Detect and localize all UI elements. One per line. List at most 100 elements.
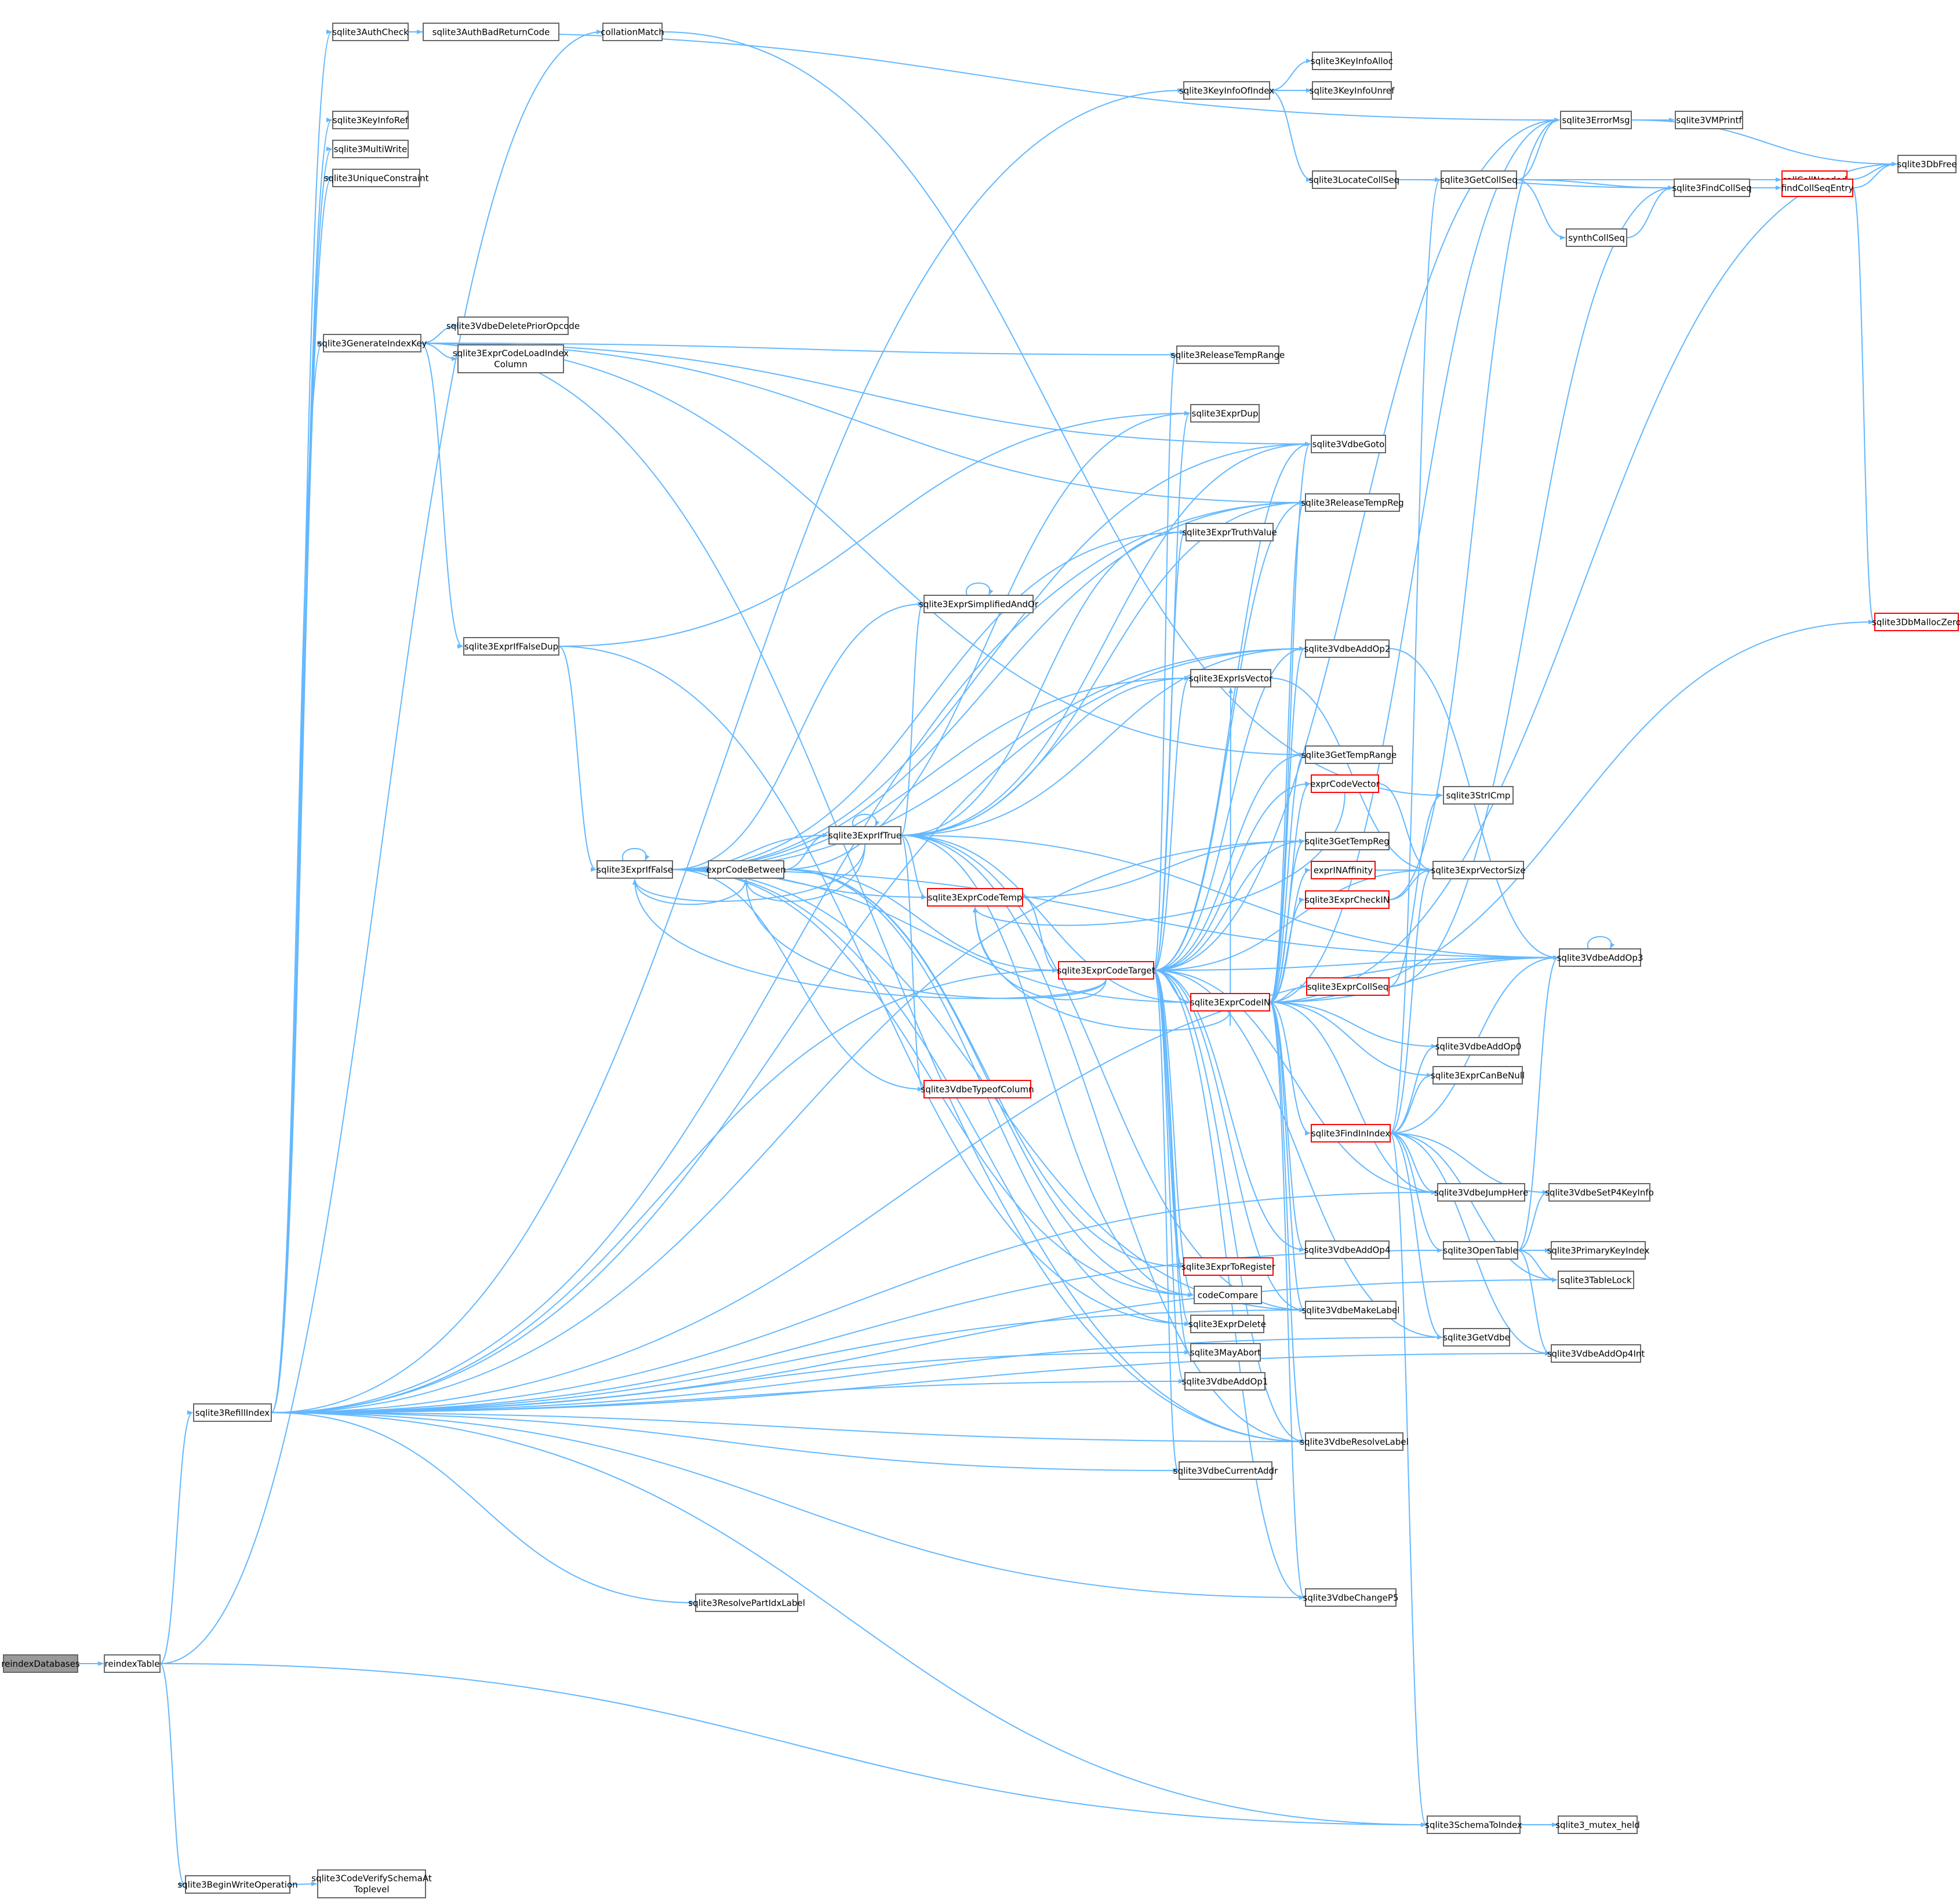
node-reindextable[interactable]: reindexTable bbox=[104, 1654, 161, 1673]
node-box bbox=[708, 860, 784, 879]
node-sqlite3keyinfounref[interactable]: sqlite3KeyInfoUnref bbox=[1310, 81, 1395, 100]
node-label: sqlite3ReleaseTempReg bbox=[1301, 498, 1403, 508]
node-label: sqlite3ExprCanBeNull bbox=[1431, 1071, 1525, 1081]
node-sqlite3exprtoregister[interactable]: sqlite3ExprToRegister bbox=[1181, 1257, 1276, 1276]
node-sqlite3keyinforef[interactable]: sqlite3KeyInfoRef bbox=[332, 111, 409, 129]
node-sqlite3releasetempreg[interactable]: sqlite3ReleaseTempReg bbox=[1301, 493, 1404, 512]
node-sqlite3exprcheckin[interactable]: sqlite3ExprCheckIN bbox=[1305, 890, 1390, 909]
node-sqlite3vdbeaddop2[interactable]: sqlite3VdbeAddOp2 bbox=[1304, 639, 1391, 658]
node-sqlite3primarykeyindex[interactable]: sqlite3PrimaryKeyIndex bbox=[1547, 1241, 1650, 1260]
node-sqlite3vdberesolvelabel[interactable]: sqlite3VdbeResolveLabel bbox=[1300, 1432, 1409, 1451]
node-sqlite3vdbeaddop0[interactable]: sqlite3VdbeAddOp0 bbox=[1435, 1037, 1522, 1056]
node-sqlite3expriffalse[interactable]: sqlite3ExprIfFalse bbox=[597, 860, 673, 879]
edge-sqlite3findinindex-to-sqlite3opentable bbox=[1390, 1133, 1443, 1253]
node-sqlite3keyinfoalloc[interactable]: sqlite3KeyInfoAlloc bbox=[1311, 52, 1393, 70]
node-exprcodebetween[interactable]: exprCodeBetween bbox=[706, 860, 786, 879]
node-box bbox=[1194, 1286, 1262, 1304]
node-label: sqlite3VdbeAddOp4 bbox=[1304, 1245, 1391, 1256]
node-sqlite3exprcanbenull[interactable]: sqlite3ExprCanBeNull bbox=[1431, 1066, 1525, 1085]
node-sqlite3getcollseq[interactable]: sqlite3GetCollSeq bbox=[1440, 170, 1518, 189]
node-sqlite3exprdelete[interactable]: sqlite3ExprDelete bbox=[1188, 1315, 1266, 1333]
node-sqlite3exprvectorsize[interactable]: sqlite3ExprVectorSize bbox=[1431, 861, 1526, 879]
node-collationmatch[interactable]: collationMatch bbox=[601, 23, 664, 41]
node-sqlite3resolvepartidxlabel[interactable]: sqlite3ResolvePartIdxLabel bbox=[688, 1593, 805, 1612]
edge-sqlite3exprcodein-to-sqlite3releasetempreg bbox=[1269, 500, 1305, 1003]
edge-sqlite3exprcodein-to-sqlite3vdbejumphere bbox=[1269, 1002, 1437, 1195]
node-sqlite3vdbemakelabel[interactable]: sqlite3VdbeMakeLabel bbox=[1302, 1301, 1400, 1319]
node-label: sqlite3VdbeChangeP5 bbox=[1303, 1593, 1399, 1603]
node-exprcodevector[interactable]: exprCodeVector bbox=[1310, 774, 1380, 793]
node-sqlite3findcollseq[interactable]: sqlite3FindCollSeq bbox=[1672, 179, 1752, 197]
node-label: sqlite3PrimaryKeyIndex bbox=[1547, 1246, 1650, 1256]
node-sqlite3generateindexkey[interactable]: sqlite3GenerateIndexKey bbox=[318, 334, 427, 352]
node-sqlite3expriffalsedup[interactable]: sqlite3ExprIfFalseDup bbox=[463, 637, 559, 656]
node-sqlite3exprdup[interactable]: sqlite3ExprDup bbox=[1190, 404, 1260, 423]
node-synthcollseq[interactable]: synthCollSeq bbox=[1566, 228, 1627, 247]
node-sqlite3vdbeaddop1[interactable]: sqlite3VdbeAddOp1 bbox=[1182, 1372, 1268, 1391]
edge-sqlite3refillindex-to-sqlite3keyinfoofindex bbox=[271, 88, 1183, 1413]
node-sqlite3gettemprange[interactable]: sqlite3GetTempRange bbox=[1301, 745, 1397, 764]
node-sqlite3beginwriteoperation[interactable]: sqlite3BeginWriteOperation bbox=[177, 1875, 298, 1894]
edge-sqlite3expriftrue-to-sqlite3expriftrue bbox=[852, 814, 880, 827]
node-codecompare[interactable]: codeCompare bbox=[1194, 1286, 1262, 1304]
node-sqlite3exprcodetemp[interactable]: sqlite3ExprCodeTemp bbox=[927, 888, 1023, 907]
node-sqlite3vdbeaddop4[interactable]: sqlite3VdbeAddOp4 bbox=[1304, 1240, 1391, 1259]
node-sqlite3authbadreturncode[interactable]: sqlite3AuthBadReturnCode bbox=[423, 23, 559, 41]
node-findcollseqentry[interactable]: findCollSeqEntry bbox=[1781, 179, 1854, 197]
node-box bbox=[1432, 1066, 1523, 1085]
node-box bbox=[1311, 861, 1376, 879]
node-sqlite3findinindex[interactable]: sqlite3FindInIndex bbox=[1311, 1124, 1391, 1142]
node-sqlite3dbmalloczero[interactable]: sqlite3DbMallocZero bbox=[1872, 613, 1960, 631]
node-sqlite3opentable[interactable]: sqlite3OpenTable bbox=[1443, 1241, 1518, 1260]
node-sqlite3schematoindex[interactable]: sqlite3SchemaToIndex bbox=[1425, 1815, 1522, 1834]
node-label: sqlite3VdbeTypeofColumn bbox=[921, 1085, 1034, 1095]
node-sqlite3vdbeaddop3[interactable]: sqlite3VdbeAddOp3 bbox=[1557, 948, 1643, 967]
node-sqlite3exprsimplifiedandor[interactable]: sqlite3ExprSimplifiedAndOr bbox=[919, 595, 1039, 613]
node-sqlite3vdbecurrentaddr[interactable]: sqlite3VdbeCurrentAddr bbox=[1173, 1461, 1278, 1480]
node-sqlite3-mutex-held[interactable]: sqlite3_mutex_held bbox=[1555, 1815, 1640, 1834]
node-sqlite3tablelock[interactable]: sqlite3TableLock bbox=[1558, 1271, 1634, 1289]
node-sqlite3multiwrite[interactable]: sqlite3MultiWrite bbox=[332, 140, 409, 158]
node-label: sqlite3VdbeAddOp0 bbox=[1435, 1042, 1522, 1052]
node-label: sqlite3ExprToRegister bbox=[1181, 1262, 1276, 1272]
node-exprinaffinity[interactable]: exprINAffinity bbox=[1311, 861, 1376, 879]
node-sqlite3expriftrue[interactable]: sqlite3ExprIfTrue bbox=[828, 826, 901, 845]
node-sqlite3releasetemprange[interactable]: sqlite3ReleaseTempRange bbox=[1171, 345, 1285, 364]
node-sqlite3vdbesetp4keyinfo[interactable]: sqlite3VdbeSetP4KeyInfo bbox=[1545, 1183, 1654, 1202]
node-box bbox=[1183, 81, 1270, 100]
node-label: sqlite3RefillIndex bbox=[195, 1408, 270, 1418]
node-sqlite3exprcollseq[interactable]: sqlite3ExprCollSeq bbox=[1306, 977, 1390, 996]
node-sqlite3exprtruthvalue[interactable]: sqlite3ExprTruthValue bbox=[1182, 523, 1277, 541]
node-sqlite3dbfree[interactable]: sqlite3DbFree bbox=[1897, 155, 1957, 173]
node-sqlite3errormsg[interactable]: sqlite3ErrorMsg bbox=[1560, 111, 1632, 129]
node-box bbox=[1311, 1124, 1391, 1142]
node-sqlite3vdbeaddop4int[interactable]: sqlite3VdbeAddOp4Int bbox=[1547, 1344, 1645, 1363]
node-sqlite3uniqueconstraint[interactable]: sqlite3UniqueConstraint bbox=[323, 169, 429, 187]
node-box bbox=[1311, 435, 1386, 453]
node-box bbox=[602, 23, 663, 41]
node-sqlite3exprcodetarget[interactable]: sqlite3ExprCodeTarget bbox=[1057, 961, 1155, 980]
node-reindexdatabases[interactable]: reindexDatabases bbox=[1, 1654, 80, 1673]
node-sqlite3keyinfoofindex[interactable]: sqlite3KeyInfoOfIndex bbox=[1179, 81, 1274, 100]
node-sqlite3gettempreg[interactable]: sqlite3GetTempReg bbox=[1305, 832, 1390, 850]
node-sqlite3authcheck[interactable]: sqlite3AuthCheck bbox=[332, 23, 409, 41]
node-sqlite3vdbegoto[interactable]: sqlite3VdbeGoto bbox=[1311, 435, 1386, 453]
node-sqlite3mayabort[interactable]: sqlite3MayAbort bbox=[1190, 1343, 1261, 1362]
node-sqlite3vmprintf[interactable]: sqlite3VMPrintf bbox=[1675, 111, 1743, 129]
node-sqlite3getvdbe[interactable]: sqlite3GetVdbe bbox=[1443, 1328, 1510, 1347]
edge-sqlite3findinindex-to-sqlite3vdbeaddop0 bbox=[1390, 1044, 1437, 1134]
node-label: sqlite3MultiWrite bbox=[334, 144, 408, 155]
edge-sqlite3exprcodetarget-to-sqlite3expriffalse bbox=[632, 879, 1107, 999]
node-sqlite3vdbetypeofcolumn[interactable]: sqlite3VdbeTypeofColumn bbox=[921, 1080, 1034, 1098]
node-sqlite3locatecollseq[interactable]: sqlite3LocateCollSeq bbox=[1309, 170, 1399, 189]
node-sqlite3exprisvector[interactable]: sqlite3ExprIsVector bbox=[1189, 669, 1273, 687]
node-sqlite3vdbedeleteprioropcode[interactable]: sqlite3VdbeDeletePriorOpcode bbox=[446, 316, 580, 335]
node-box bbox=[927, 888, 1023, 907]
node-sqlite3refillindex[interactable]: sqlite3RefillIndex bbox=[193, 1403, 272, 1422]
node-sqlite3vdbejumphere[interactable]: sqlite3VdbeJumpHere bbox=[1434, 1183, 1529, 1202]
node-sqlite3stricmp[interactable]: sqlite3StrICmp bbox=[1443, 786, 1514, 805]
node-sqlite3vdbechangep5[interactable]: sqlite3VdbeChangeP5 bbox=[1303, 1588, 1399, 1607]
node-sqlite3exprcodein[interactable]: sqlite3ExprCodeIN bbox=[1190, 993, 1270, 1011]
